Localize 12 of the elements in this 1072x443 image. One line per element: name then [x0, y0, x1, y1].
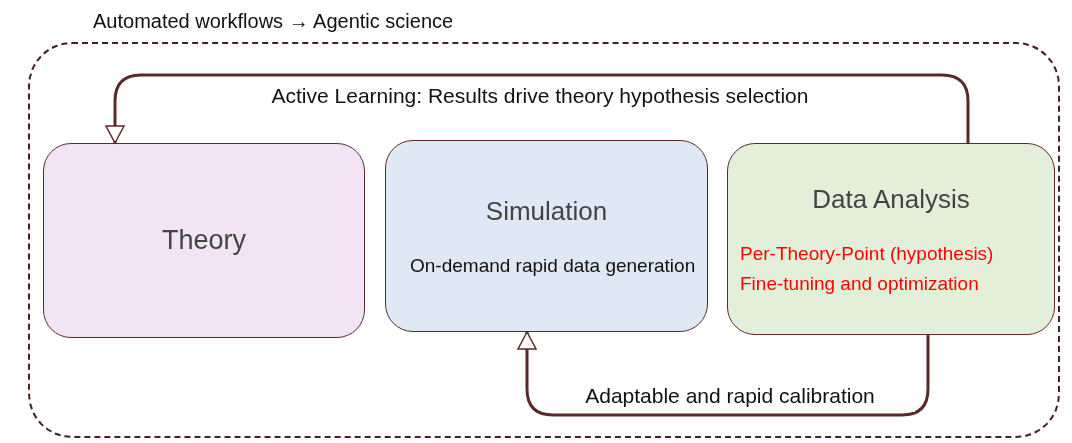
process-box — [385, 140, 708, 332]
arrow — [517, 331, 930, 417]
box-title: Simulation — [485, 194, 608, 228]
process-box — [43, 143, 365, 338]
process-box — [727, 143, 1055, 335]
box-description: Per-Theory-Point (hypothesis) — [739, 241, 994, 266]
box-title: Theory — [161, 224, 246, 258]
frame-heading: Automated workflows → Agentic science — [93, 9, 454, 34]
box-description: Fine-tuning and optimization — [739, 271, 979, 296]
box-title: Data Analysis — [812, 182, 970, 216]
box-description: On-demand rapid data generation — [409, 253, 696, 278]
arrow — [105, 73, 970, 144]
